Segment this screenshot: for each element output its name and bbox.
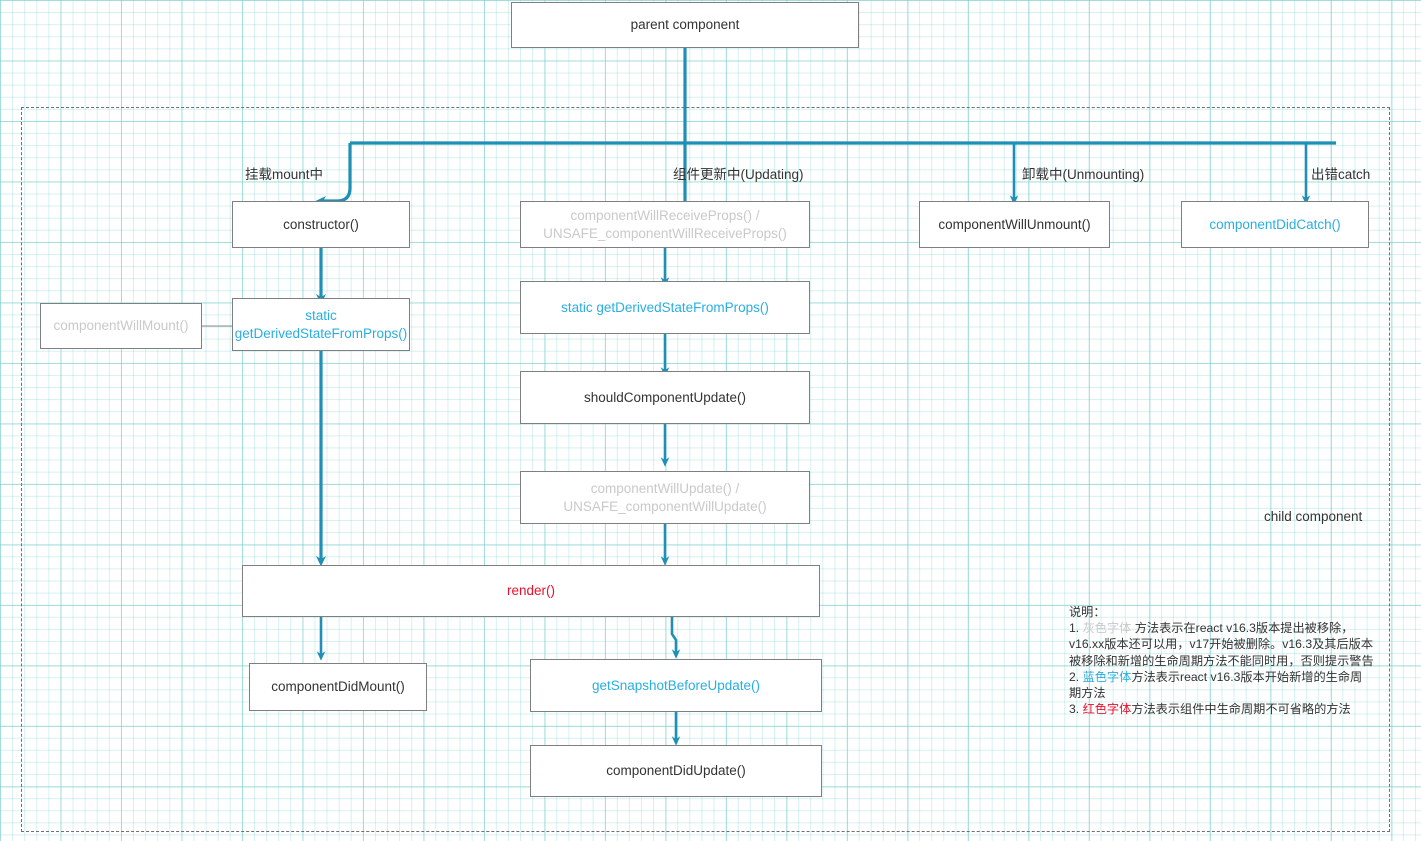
node-get-derived-state-from-props-update[interactable]: static getDerivedStateFromProps() <box>520 281 810 334</box>
node-parent-component[interactable]: parent component <box>511 2 859 48</box>
node-component-will-unmount[interactable]: componentWillUnmount() <box>919 201 1110 248</box>
branch-label-unmounting: 卸载中(Unmounting) <box>1022 167 1145 182</box>
gdsfp-mount-line2: getDerivedStateFromProps() <box>234 325 408 341</box>
legend-red-sample: 红色字体 <box>1082 702 1132 717</box>
child-component-zone <box>21 107 1390 832</box>
branch-label-catch: 出错catch <box>1311 167 1371 182</box>
node-component-will-update[interactable]: componentWillUpdate() / UNSAFE_component… <box>520 471 810 524</box>
node-should-component-update[interactable]: shouldComponentUpdate() <box>520 371 810 424</box>
node-constructor[interactable]: constructor() <box>232 201 410 248</box>
child-component-label: child component <box>1264 509 1363 524</box>
node-component-will-receive-props[interactable]: componentWillReceiveProps() / UNSAFE_com… <box>520 201 810 248</box>
cwu-line2: UNSAFE_componentWillUpdate() <box>563 498 767 514</box>
legend-item-2: 2. 蓝色字体方法表示react v16.3版本开始新增的生命周期方法 <box>1069 669 1374 701</box>
legend-item-1-rest: 方法表示在react v16.3版本提出被移除，v16.xx版本还可以用，v17… <box>1069 621 1374 668</box>
legend-item-2-rest: 方法表示react v16.3版本开始新增的生命周期方法 <box>1069 669 1363 701</box>
legend-item-2-prefix: 2. <box>1069 669 1083 684</box>
legend-item-1: 1. 灰色字体 方法表示在react v16.3版本提出被移除，v16.xx版本… <box>1069 620 1374 669</box>
legend-blue-sample: 蓝色字体 <box>1082 669 1132 684</box>
node-render[interactable]: render() <box>242 565 820 617</box>
legend-item-3: 3. 红色字体方法表示组件中生命周期不可省略的方法 <box>1069 701 1374 717</box>
node-get-snapshot-before-update[interactable]: getSnapshotBeforeUpdate() <box>530 659 822 712</box>
branch-label-updating: 组件更新中(Updating) <box>673 167 804 182</box>
cwrp-line1: componentWillReceiveProps() / <box>570 208 760 224</box>
gdsfp-mount-line1: static <box>305 308 337 324</box>
legend-heading: 说明： <box>1069 605 1106 619</box>
legend-item-1-prefix: 1. <box>1069 621 1083 636</box>
cwu-line1: componentWillUpdate() / <box>590 481 740 497</box>
branch-label-mount: 挂载mount中 <box>245 167 324 182</box>
node-component-did-update[interactable]: componentDidUpdate() <box>530 745 822 797</box>
legend-grey-sample: 灰色字体 <box>1082 621 1132 636</box>
legend: 说明： 1. 灰色字体 方法表示在react v16.3版本提出被移除，v16.… <box>1069 604 1374 718</box>
node-component-did-catch[interactable]: componentDidCatch() <box>1181 201 1369 248</box>
legend-item-3-prefix: 3. <box>1069 702 1083 717</box>
node-component-did-mount[interactable]: componentDidMount() <box>249 663 427 711</box>
node-component-will-mount[interactable]: componentWillMount() <box>40 303 202 349</box>
cwrp-line2: UNSAFE_componentWillReceiveProps() <box>543 225 787 241</box>
legend-item-3-rest: 方法表示组件中生命周期不可省略的方法 <box>1131 702 1351 717</box>
node-get-derived-state-from-props-mount[interactable]: static getDerivedStateFromProps() <box>232 298 410 351</box>
